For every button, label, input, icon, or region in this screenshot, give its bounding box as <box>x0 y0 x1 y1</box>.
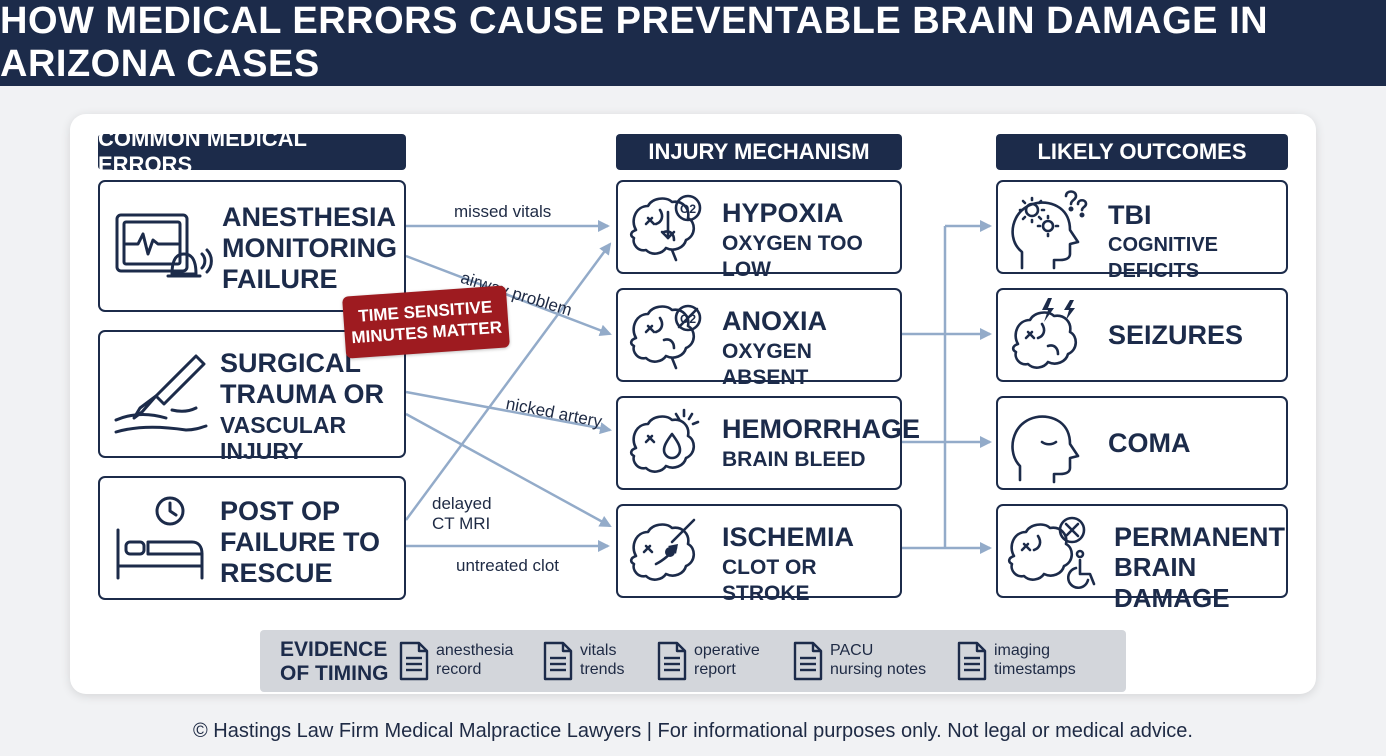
mechanism-title-ischemia: ISCHEMIA <box>722 522 855 552</box>
mechanism-subtitle-hypoxia: OXYGEN TOO LOW <box>722 232 863 281</box>
document-icon <box>543 641 573 681</box>
edge-surgical-ischemia <box>405 412 612 528</box>
mechanism-subtitle-hemorrhage: BRAIN BLEED <box>722 448 866 471</box>
outcome-title-seizures: SEIZURES <box>1108 320 1244 350</box>
document-icon <box>399 641 429 681</box>
outcome-box-tbi: TBI COGNITIVE DEFICITS <box>996 180 1288 282</box>
scalpel-icon <box>114 354 208 434</box>
brain-disability-icon <box>1007 516 1096 589</box>
outcome-subtitle-permanent: BRAIN DAMAGE <box>1114 552 1230 613</box>
mechanism-title-hemorrhage: HEMORRHAGE <box>722 414 921 444</box>
outcome-title-tbi: TBI <box>1108 200 1152 230</box>
brain-seizure-icon <box>1011 298 1078 369</box>
column-header-mechanism: INJURY MECHANISM <box>616 134 902 170</box>
mechanism-subtitle-anoxia: OXYGEN ABSENT <box>722 340 812 389</box>
page-title: HOW MEDICAL ERRORS CAUSE PREVENTABLE BRA… <box>0 0 1386 86</box>
head-gears-icon <box>1011 190 1088 270</box>
monitor-alarm-icon <box>115 213 213 278</box>
footer-disclaimer: © Hastings Law Firm Medical Malpractice … <box>193 720 1193 742</box>
brain-clot-icon <box>629 518 696 581</box>
edge-surgical-hemorrhage <box>405 390 612 435</box>
document-icon <box>793 641 823 681</box>
mechanism-title-anoxia: ANOXIA <box>722 306 828 336</box>
brain-no-oxygen-icon: O2 <box>629 304 702 370</box>
mechanism-subtitle-ischemia: CLOT OR STROKE <box>722 556 817 605</box>
mechanism-box-hypoxia: O2 HYPOXIA OXYGEN TOO LOW <box>616 180 902 281</box>
oxygen-absent-badge-label: O2 <box>680 312 696 326</box>
mechanism-box-hemorrhage: HEMORRHAGE BRAIN BLEED <box>616 396 920 490</box>
error-subtitle-surgical: VASCULAR INJURY <box>220 412 347 464</box>
outcome-box-coma: COMA <box>996 396 1288 490</box>
mechanism-box-ischemia: ISCHEMIA CLOT OR STROKE <box>616 504 902 605</box>
outcome-subtitle-tbi: COGNITIVE DEFICITS <box>1108 234 1219 282</box>
outcome-box-seizures: SEIZURES <box>996 288 1288 382</box>
brain-bleed-icon <box>629 408 700 473</box>
edge-label-untreated-clot: untreated clot <box>456 556 560 575</box>
outcome-box-permanent: PERMANENT BRAIN DAMAGE <box>996 504 1288 613</box>
outcome-title-permanent: PERMANENT <box>1114 522 1286 552</box>
mechanism-title-hypoxia: HYPOXIA <box>722 198 844 228</box>
document-icon <box>657 641 687 681</box>
head-eyes-closed-icon <box>1011 415 1080 484</box>
edge-postop-hypoxia <box>404 242 612 521</box>
hospital-bed-clock-icon <box>116 496 204 580</box>
brain-oxygen-low-icon: O2 <box>629 194 702 262</box>
mechanism-box-anoxia: O2 ANOXIA OXYGEN ABSENT <box>616 288 902 389</box>
outcome-title-coma: COMA <box>1108 428 1191 458</box>
edge-anesthesia-anoxia <box>405 254 612 337</box>
edge-label-missed-vitals: missed vitals <box>454 202 552 221</box>
column-header-errors: COMMON MEDICAL ERRORS <box>98 126 406 177</box>
oxygen-badge-label: O2 <box>680 202 696 216</box>
edge-label-delayed-ct-mri: delayed CT MRI <box>432 494 492 533</box>
document-icon <box>957 641 987 681</box>
time-sensitive-badge: TIME SENSITIVE MINUTES MATTER <box>342 285 510 359</box>
column-header-outcomes: LIKELY OUTCOMES <box>996 134 1288 170</box>
